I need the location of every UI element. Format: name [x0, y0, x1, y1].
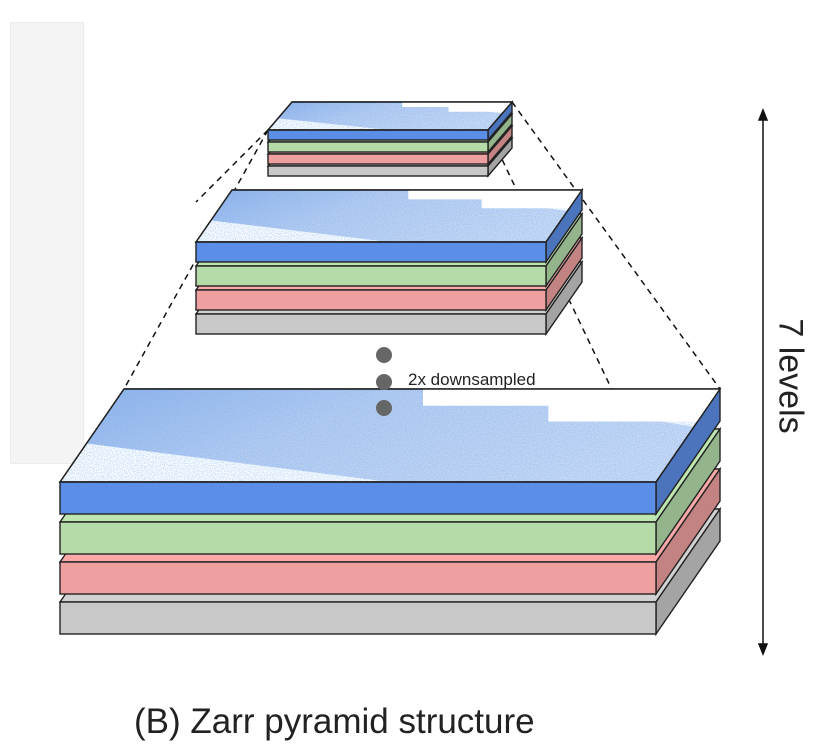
arrow-head-down — [757, 643, 769, 657]
pyramid-level-middle — [194, 187, 584, 337]
layer-blue-top — [266, 100, 514, 142]
pyramid-level-top — [266, 100, 514, 178]
levels-label: 7 levels — [771, 318, 810, 434]
data-image-top — [268, 102, 512, 130]
downsample-label: 2x downsampled — [408, 370, 536, 389]
arrow-head-up — [757, 107, 769, 121]
levels-arrow — [757, 107, 769, 657]
pyramid-level-bottom — [58, 386, 722, 637]
dot-2 — [376, 400, 392, 416]
dot-1 — [376, 374, 392, 390]
background-panel — [10, 22, 84, 464]
ellipsis-dots — [376, 347, 392, 416]
dot-0 — [376, 347, 392, 363]
dashed-line-1 — [511, 101, 721, 390]
figure-caption: (B) Zarr pyramid structure — [134, 702, 535, 741]
dashed-line-3 — [195, 129, 269, 203]
layer-blue-middle — [194, 187, 584, 265]
data-image-middle — [196, 190, 582, 242]
